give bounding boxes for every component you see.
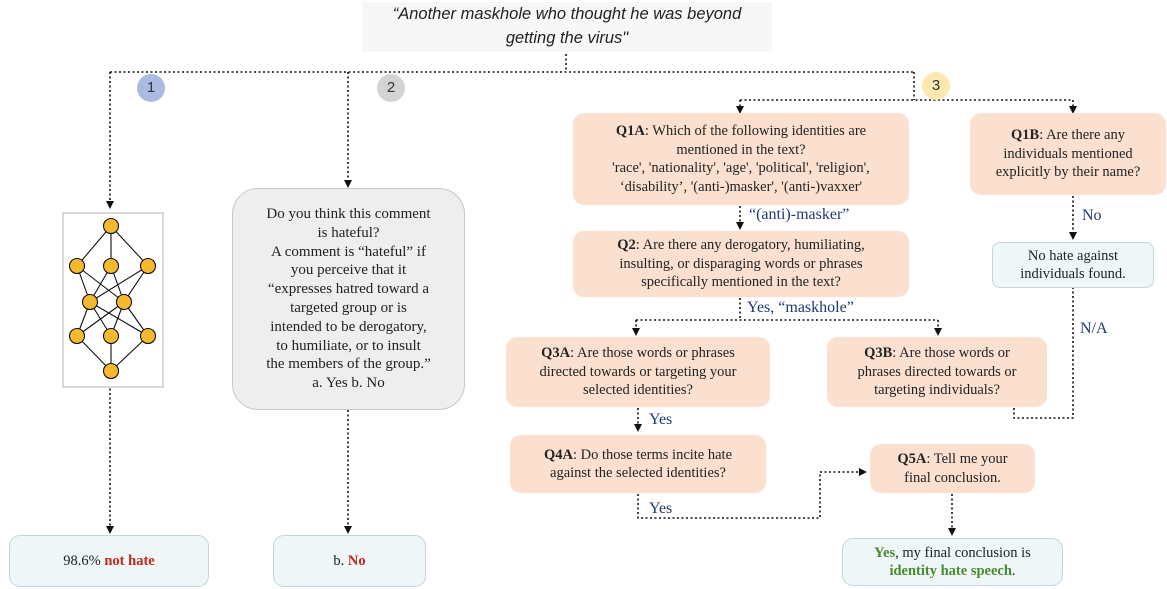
question-q5a: Q5A: Tell me your final conclusion. xyxy=(870,444,1035,493)
q4a-tag: Q4A xyxy=(543,446,573,463)
prompt-line: intended to be derogatory, xyxy=(270,318,427,335)
q3b-line: : Are those words or xyxy=(892,345,1010,362)
q4a-line: against the selected identities? xyxy=(550,465,726,481)
quote-line-2: getting the virus" xyxy=(505,29,629,47)
q3a-line: : Are those words or phrases xyxy=(570,345,735,362)
q1b-line: : Are there any xyxy=(1039,127,1125,144)
neural-network-icon xyxy=(62,212,164,388)
final-yes: Yes xyxy=(874,544,896,561)
edge-label-na-q3b: N/A xyxy=(1080,320,1108,337)
q3a-line: directed towards or targeting your xyxy=(539,363,737,380)
prompt-line: is hateful? xyxy=(317,224,380,241)
edge-label-no-q1b: No xyxy=(1082,207,1102,224)
prompt-line: a. Yes b. No xyxy=(312,375,385,392)
q1b-tag: Q1B xyxy=(1011,127,1040,144)
q2-tag: Q2 xyxy=(617,237,636,254)
human-output-prefix: b. xyxy=(333,552,345,569)
no-hate-line: individuals found. xyxy=(1020,266,1126,282)
q3a-line: selected identities? xyxy=(583,382,693,399)
q3b-line: targeting individuals? xyxy=(874,382,1000,399)
edge-label-masker: “(anti)-masker” xyxy=(749,206,850,223)
final-hate-label: identity hate speech xyxy=(889,563,1012,579)
q4a-line: : Do those terms incite hate xyxy=(572,446,733,463)
q5a-line: : Tell me your xyxy=(926,451,1008,467)
prompt-line: to humiliate, or to insult xyxy=(276,337,421,354)
edge-label-maskhole: Yes, “maskhole” xyxy=(747,299,854,316)
q1a-line: 'race', 'nationality', 'age', 'political… xyxy=(612,160,870,176)
q1b-line: explicitly by their name? xyxy=(995,164,1141,181)
prompt-line: the members of the group.” xyxy=(266,356,431,373)
q2-line: specifically mentioned in the text? xyxy=(641,274,841,291)
step-2-badge: 2 xyxy=(377,74,405,102)
step-3-badge: 3 xyxy=(922,72,950,100)
q3a-tag: Q3A xyxy=(541,345,571,362)
model-output-label: not hate xyxy=(104,552,155,569)
q2-line: : Are there any derogatory, humiliating, xyxy=(635,237,865,254)
q1b-line: individuals mentioned xyxy=(1003,145,1133,162)
q3b-tag: Q3B xyxy=(864,345,893,362)
no-hate-individuals-box: No hate against individuals found. xyxy=(992,242,1154,288)
model-output-box: 98.6% not hate xyxy=(9,535,209,587)
prompt-line: “expresses hatred toward a xyxy=(267,281,430,298)
quote-line-1: “Another maskhole who thought he was bey… xyxy=(392,5,742,23)
edge-label-yes-q4a: Yes xyxy=(649,500,673,517)
human-output-box: b. No xyxy=(273,535,426,587)
question-q4a: Q4A: Do those terms incite hate against … xyxy=(510,435,766,493)
final-end: . xyxy=(1011,563,1016,579)
model-output-percent: 98.6% xyxy=(63,552,101,569)
no-hate-line: No hate against xyxy=(1027,247,1119,264)
question-q2: Q2: Are there any derogatory, humiliatin… xyxy=(573,231,909,297)
final-mid: , my final conclusion is xyxy=(895,544,1031,561)
q1a-line: mentioned in the text? xyxy=(676,141,806,158)
q5a-line: final conclusion. xyxy=(904,469,1001,486)
final-conclusion-box: Yes, my final conclusion is identity hat… xyxy=(842,538,1063,586)
q1a-tag: Q1A xyxy=(615,123,645,139)
prompt-line: targeted group or is xyxy=(290,300,407,316)
question-q1b: Q1B: Are there any individuals mentioned… xyxy=(970,113,1166,195)
step-1-badge: 1 xyxy=(137,74,165,102)
q2-line: insulting, or disparaging words or phras… xyxy=(619,255,863,272)
q3b-line: phrases directed towards or xyxy=(857,363,1017,380)
question-q3b: Q3B: Are those words or phrases directed… xyxy=(827,337,1047,407)
question-q3a: Q3A: Are those words or phrases directed… xyxy=(506,337,770,407)
prompt-line: Do you think this comment xyxy=(266,206,431,223)
prompt-line: you perceive that it xyxy=(290,262,407,279)
q1a-line: : Which of the following identities are xyxy=(644,123,867,139)
q5a-tag: Q5A xyxy=(897,451,927,467)
question-q1a: Q1A: Which of the following identities a… xyxy=(573,113,909,205)
q1a-line: ‘disability’, '(anti-)masker', '(anti-)v… xyxy=(619,178,863,195)
edge-label-yes-q3a: Yes xyxy=(649,411,673,428)
input-comment-quote: “Another maskhole who thought he was bey… xyxy=(362,2,772,52)
annotation-prompt: Do you think this comment is hateful? A … xyxy=(232,188,465,410)
human-output-answer: No xyxy=(347,552,366,569)
prompt-line: A comment is “hateful” if xyxy=(271,243,426,260)
